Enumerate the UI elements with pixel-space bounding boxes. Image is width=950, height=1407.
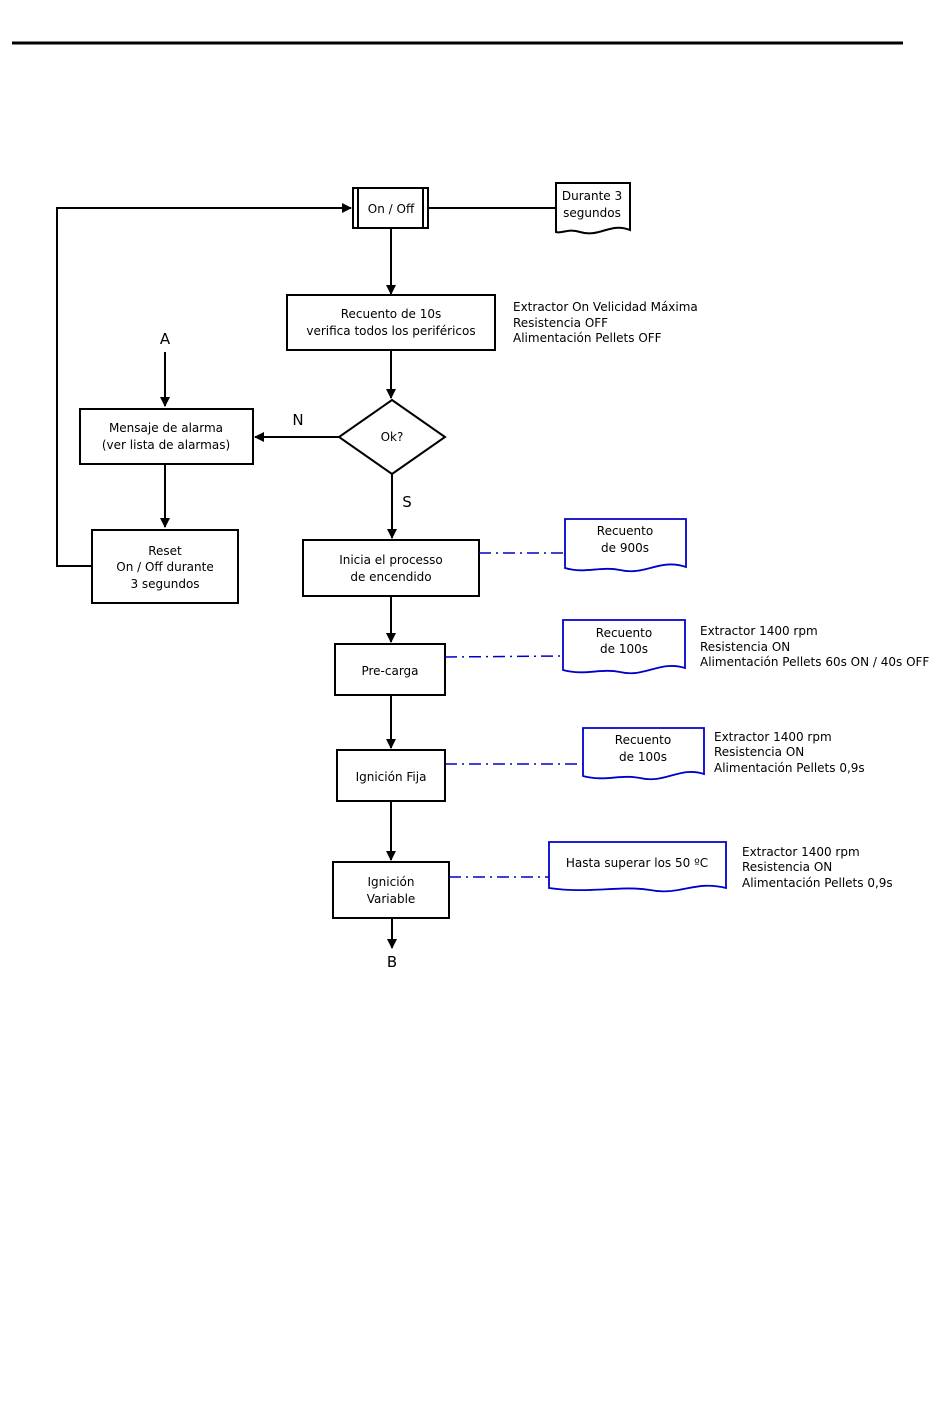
- timer-100a: Recuento de 100s: [562, 619, 686, 675]
- timer-100b-line2: de 100s: [619, 750, 667, 764]
- recount10-line1: Recuento de 10s: [341, 307, 442, 321]
- timer-900-line2: de 900s: [601, 541, 649, 555]
- timer-100a-line1: Recuento: [596, 626, 652, 640]
- recount10-node: Recuento de 10s verifica todos los perif…: [286, 294, 496, 351]
- variable-note-2: Resistencia ON: [742, 860, 832, 874]
- start-line2: de encendido: [350, 570, 431, 584]
- fija-note-1: Extractor 1400 rpm: [714, 730, 832, 744]
- alarm-node: Mensaje de alarma (ver lista de alarmas): [79, 408, 254, 465]
- ignvar-line1: Ignición: [368, 875, 415, 889]
- ignvar-node: Ignición Variable: [332, 861, 450, 919]
- timer-100b-line1: Recuento: [615, 733, 671, 747]
- start-line1: Inicia el processo: [339, 553, 443, 567]
- onoff-node: On / Off: [352, 187, 429, 229]
- timer-100a-line2: de 100s: [600, 642, 648, 656]
- start-node: Inicia el processo de encendido: [302, 539, 480, 597]
- recount10-line2: verifica todos los periféricos: [306, 324, 475, 338]
- variable-note-1: Extractor 1400 rpm: [742, 845, 860, 859]
- precarga-node: Pre-carga: [334, 643, 446, 696]
- precarga-note-3: Alimentación Pellets 60s ON / 40s OFF: [700, 655, 929, 669]
- fija-note-2: Resistencia ON: [714, 745, 804, 759]
- connector-a: A: [160, 330, 171, 348]
- precarga-note-2: Resistencia ON: [700, 640, 790, 654]
- alarm-line1: Mensaje de alarma: [109, 421, 223, 435]
- timer-900: Recuento de 900s: [564, 518, 687, 573]
- timer-900-line1: Recuento: [597, 524, 653, 538]
- during-line2: segundos: [563, 206, 621, 220]
- fija-note-3: Alimentación Pellets 0,9s: [714, 761, 865, 775]
- fija-notes: Extractor 1400 rpm Resistencia ON Alimen…: [714, 730, 865, 775]
- no-label: N: [292, 411, 303, 429]
- ignfija-node: Ignición Fija: [336, 749, 446, 802]
- yes-label: S: [402, 493, 412, 511]
- ignvar-line2: Variable: [367, 892, 416, 906]
- variable-note-3: Alimentación Pellets 0,9s: [742, 876, 893, 890]
- ignfija-label: Ignición Fija: [356, 770, 427, 784]
- variable-notes: Extractor 1400 rpm Resistencia ON Alimen…: [742, 845, 893, 890]
- onoff-label: On / Off: [368, 202, 415, 216]
- precarga-notes: Extractor 1400 rpm Resistencia ON Alimen…: [700, 624, 929, 669]
- precarga-label: Pre-carga: [361, 664, 418, 678]
- ok-decision: Ok?: [337, 398, 447, 476]
- check-notes: Extractor On Velicidad Máxima Resistenci…: [513, 300, 698, 345]
- reset-line1: Reset: [148, 544, 182, 558]
- timer-100b: Recuento de 100s: [582, 727, 705, 781]
- check-note-2: Resistencia OFF: [513, 316, 608, 330]
- check-note-3: Alimentación Pellets OFF: [513, 331, 662, 345]
- precarga-note-1: Extractor 1400 rpm: [700, 624, 818, 638]
- timer-50: Hasta superar los 50 ºC: [548, 841, 727, 893]
- reset-line3: 3 segundos: [130, 577, 199, 591]
- check-note-1: Extractor On Velicidad Máxima: [513, 300, 698, 314]
- ok-label: Ok?: [381, 430, 404, 444]
- loop-reset-onoff: [56, 203, 352, 567]
- reset-line2: On / Off durante: [116, 560, 213, 574]
- timer-50-label: Hasta superar los 50 ºC: [566, 856, 708, 870]
- connector-b: B: [387, 953, 397, 971]
- alarm-line2: (ver lista de alarmas): [102, 438, 230, 452]
- reset-node: Reset On / Off durante 3 segundos: [91, 529, 239, 604]
- link-precarga-timer: [444, 655, 564, 658]
- during-line1: Durante 3: [562, 189, 622, 203]
- during-doc: Durante 3 segundos: [555, 182, 631, 235]
